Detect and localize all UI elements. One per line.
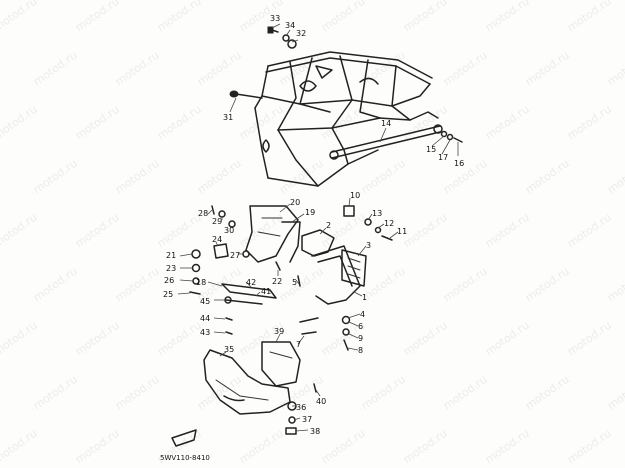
callout-16: 16 [454,159,464,168]
callout-19: 19 [305,208,315,217]
callout-22: 22 [272,277,282,286]
callout-20: 20 [290,198,300,207]
callout-45: 45 [200,297,210,306]
callout-14: 14 [381,119,391,128]
middle-bracket-assembly [189,205,393,351]
callout-35: 35 [224,345,234,354]
callout-23: 23 [166,264,176,273]
callout-41: 41 [261,287,271,296]
callout-4: 4 [360,310,365,319]
callout-7: 7 [296,340,301,349]
callout-2: 2 [326,221,331,230]
callout-18: 18 [196,278,206,287]
callout-32: 32 [296,29,306,38]
diagram-code: 5WV110-8410 [160,454,210,462]
callout-9: 9 [358,334,363,343]
callout-43: 43 [200,328,210,337]
callout-28: 28 [198,209,208,218]
callout-labels: 33 34 32 31 14 15 16 17 28 29 30 20 19 1… [163,14,464,436]
callout-39: 39 [274,327,284,336]
callout-37: 37 [302,415,312,424]
callout-33: 33 [270,14,280,23]
callout-1: 1 [362,293,367,302]
callout-5: 5 [292,278,297,287]
callout-44: 44 [200,314,210,323]
callout-34: 34 [285,21,295,30]
callout-17: 17 [438,153,448,162]
callout-42: 42 [246,278,256,287]
callout-12: 12 [384,219,394,228]
callout-13: 13 [372,209,382,218]
frame-assembly [229,26,463,187]
callout-15: 15 [426,145,436,154]
callout-29: 29 [212,217,222,226]
callout-8: 8 [358,346,363,355]
callout-40: 40 [316,397,326,406]
callout-11: 11 [397,227,407,236]
callout-10: 10 [350,191,360,200]
callout-31: 31 [223,113,233,122]
callout-21: 21 [166,251,176,260]
callout-6: 6 [358,322,363,331]
callout-36: 36 [296,403,306,412]
callout-24: 24 [212,235,222,244]
callout-38: 38 [310,427,320,436]
callout-26: 26 [164,276,174,285]
callout-30: 30 [224,226,234,235]
lower-cowl-assembly [171,331,317,447]
callout-27: 27 [230,251,240,260]
callout-25: 25 [163,290,173,299]
callout-3: 3 [366,241,371,250]
leader-lines [177,23,459,432]
